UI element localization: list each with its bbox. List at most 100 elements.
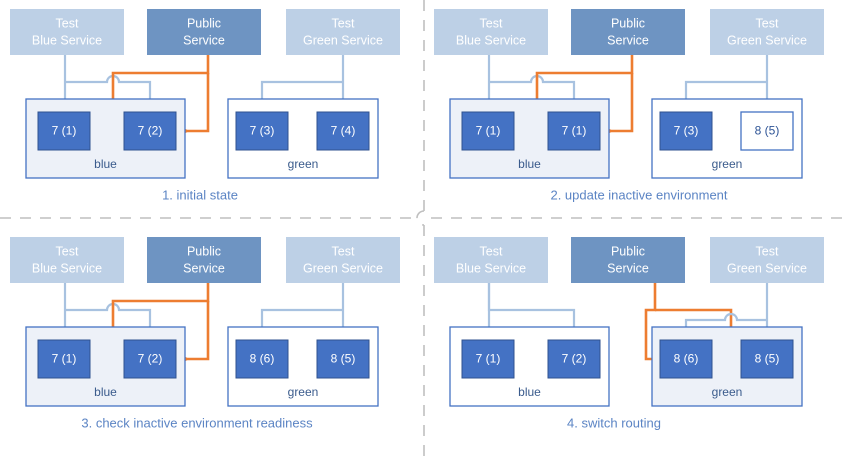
panel-caption: 1. initial state	[162, 187, 238, 202]
panel-2: blue 7 (1) 7 (1) green 7 (3) 8 (5) Test …	[434, 9, 824, 202]
instance-label: 7 (2)	[138, 352, 163, 366]
panel-1-env-green: green 7 (3) 7 (4)	[227, 98, 379, 179]
instance-box	[659, 111, 713, 151]
panel-4: blue 7 (1) 7 (2) green 8 (6) 8 (5) Test …	[434, 237, 824, 430]
service-box-test-green[interactable]	[710, 9, 824, 55]
service-box-test-blue[interactable]	[10, 237, 124, 283]
connector-public-to-blue-inst2	[181, 301, 210, 364]
env-label-green: green	[288, 385, 319, 399]
service-label-test-blue-line2: Blue Service	[32, 33, 102, 47]
service-label-public-line1: Public	[611, 244, 645, 258]
service-label-public-line2: Service	[607, 33, 649, 47]
service-box-public[interactable]	[147, 9, 261, 55]
panel-2-services: Test Blue Service Public Service Test Gr…	[434, 9, 824, 55]
panel-1-test-green-connectors	[260, 55, 351, 110]
connector-test-green-to-inst1	[260, 308, 343, 338]
service-label-public-line2: Service	[183, 33, 225, 47]
env-label-green: green	[712, 157, 743, 171]
instance-box	[461, 111, 515, 151]
service-label-test-blue-line1: Test	[480, 244, 503, 258]
service-label-test-green-line2: Green Service	[727, 261, 807, 275]
instance-label: 7 (1)	[52, 352, 77, 366]
service-label-public-line2: Service	[183, 261, 225, 275]
connector-test-green-to-inst1	[684, 80, 767, 110]
connector-test-green-to-inst1	[684, 312, 767, 338]
instance-label: 7 (2)	[138, 124, 163, 138]
instance-label: 8 (6)	[674, 352, 699, 366]
panel-caption: 4. switch routing	[567, 415, 661, 430]
service-label-test-blue-line2: Blue Service	[32, 261, 102, 275]
connector-public-to-blue-inst2	[181, 73, 210, 136]
service-label-test-blue-line2: Blue Service	[456, 261, 526, 275]
instance-box	[123, 339, 177, 379]
service-label-test-green-line1: Test	[756, 16, 779, 30]
instance-label: 7 (1)	[52, 124, 77, 138]
panel-3-env-blue: blue 7 (1) 7 (2)	[25, 326, 186, 407]
panel-3-env-green: green 8 (6) 8 (5)	[227, 326, 379, 407]
instance-box	[316, 111, 370, 151]
divider-vertical	[416, 0, 425, 456]
connector-public-to-blue-inst2	[605, 73, 634, 136]
instance-label: 7 (1)	[562, 124, 587, 138]
env-label-green: green	[712, 385, 743, 399]
service-box-public[interactable]	[147, 237, 261, 283]
env-label-blue: blue	[94, 385, 117, 399]
service-label-test-blue-line1: Test	[480, 16, 503, 30]
env-label-blue: blue	[518, 157, 541, 171]
instance-box	[461, 339, 515, 379]
service-label-test-blue-line2: Blue Service	[456, 33, 526, 47]
instance-box	[659, 339, 713, 379]
service-label-public-line1: Public	[611, 16, 645, 30]
panel-3-services: Test Blue Service Public Service Test Gr…	[10, 237, 400, 283]
instance-label: 8 (5)	[755, 124, 780, 138]
service-box-test-blue[interactable]	[434, 237, 548, 283]
service-box-test-blue[interactable]	[434, 9, 548, 55]
service-label-test-blue-line1: Test	[56, 16, 79, 30]
panel-4-test-blue-connectors	[487, 283, 582, 338]
env-label-blue: blue	[94, 157, 117, 171]
env-label-blue: blue	[518, 385, 541, 399]
instance-label: 8 (5)	[755, 352, 780, 366]
instance-box	[37, 339, 91, 379]
instance-box	[740, 339, 794, 379]
panel-2-test-green-connectors	[684, 55, 775, 110]
service-label-test-green-line2: Green Service	[303, 33, 383, 47]
instance-label: 7 (3)	[674, 124, 699, 138]
instance-label: 7 (1)	[476, 352, 501, 366]
instance-box	[235, 339, 289, 379]
instance-box	[316, 339, 370, 379]
connector-test-blue-to-inst2	[487, 283, 582, 338]
panel-4-test-green-connectors	[684, 283, 775, 338]
panel-3-test-blue-connectors	[63, 283, 158, 338]
service-label-public-line2: Service	[607, 261, 649, 275]
instance-label: 7 (2)	[562, 352, 587, 366]
panel-3-test-green-connectors	[260, 283, 351, 338]
service-label-test-blue-line1: Test	[56, 244, 79, 258]
panel-4-env-blue: blue 7 (1) 7 (2)	[449, 326, 610, 407]
panel-caption: 3. check inactive environment readiness	[81, 415, 313, 430]
service-label-test-green-line2: Green Service	[727, 33, 807, 47]
panel-2-test-blue-connectors	[487, 55, 582, 110]
service-box-test-green[interactable]	[286, 9, 400, 55]
service-label-test-green-line2: Green Service	[303, 261, 383, 275]
service-box-public[interactable]	[571, 9, 685, 55]
panel-1: blue 7 (1) 7 (2) green 7 (3) 7 (4) Test …	[10, 9, 400, 202]
instance-box	[37, 111, 91, 151]
panel-1-env-blue: blue 7 (1) 7 (2)	[25, 98, 186, 179]
service-box-test-green[interactable]	[710, 237, 824, 283]
instance-label: 7 (3)	[250, 124, 275, 138]
instance-box	[235, 111, 289, 151]
service-box-test-blue[interactable]	[10, 9, 124, 55]
panel-1-test-blue-connectors	[63, 55, 158, 110]
service-box-test-green[interactable]	[286, 237, 400, 283]
service-label-public-line1: Public	[187, 244, 221, 258]
instance-label: 7 (1)	[476, 124, 501, 138]
service-box-public[interactable]	[571, 237, 685, 283]
env-label-green: green	[288, 157, 319, 171]
panel-4-env-green: green 8 (6) 8 (5)	[651, 326, 803, 407]
panel-2-env-blue: blue 7 (1) 7 (1)	[449, 98, 610, 179]
instance-box-new	[740, 111, 794, 151]
